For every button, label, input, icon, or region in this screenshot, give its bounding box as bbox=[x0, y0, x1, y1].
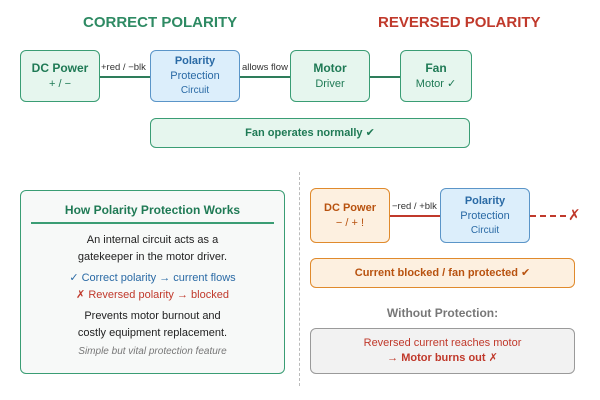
reversed-dc-power-title: DC Power bbox=[324, 201, 376, 214]
blocked-x-icon: ✗ bbox=[568, 207, 581, 224]
motor-driver-line2: Driver bbox=[315, 77, 345, 90]
dc-power-box: DC Power + / − bbox=[20, 50, 100, 102]
current-blocked-banner: Current blocked / fan protected ✔ bbox=[310, 258, 575, 288]
without-protection-heading: Without Protection: bbox=[386, 306, 499, 320]
current-blocked-text: Current blocked / fan protected ✔ bbox=[354, 266, 531, 279]
fan-operates-text: Fan operates normally ✔ bbox=[245, 126, 375, 139]
explanation-correct-line: ✓ Correct polarity → current flows bbox=[69, 271, 236, 284]
motor-driver-box: Motor Driver bbox=[290, 50, 370, 102]
protection-line3: Circuit bbox=[180, 85, 210, 97]
explanation-line2: gatekeeper in the motor driver. bbox=[77, 250, 228, 263]
reversed-dc-power-box: DC Power − / + ! bbox=[310, 188, 390, 243]
explanation-reversed-line: ✗ Reversed polarity → blocked bbox=[76, 288, 229, 301]
section-divider bbox=[299, 172, 300, 386]
connector-driver-fan bbox=[370, 76, 400, 78]
connector-power-protection bbox=[100, 76, 150, 78]
protection-circuit-box: Polarity Protection Circuit bbox=[150, 50, 240, 102]
fan-motor-box: Fan Motor ✓ bbox=[400, 50, 472, 102]
motor-driver-line1: Motor bbox=[313, 61, 347, 76]
explanation-note: Simple but vital protection feature bbox=[78, 345, 227, 357]
reversed-protection-circuit-box: Polarity Protection Circuit bbox=[440, 188, 530, 243]
explanation-title: How Polarity Protection Works bbox=[64, 203, 241, 217]
explanation-line1: An internal circuit acts as a bbox=[86, 233, 219, 246]
protection-line1: Polarity bbox=[174, 55, 216, 68]
without-protection-box: Reversed current reaches motor → Motor b… bbox=[310, 328, 575, 374]
dc-power-title: DC Power bbox=[31, 61, 89, 76]
explanation-divider bbox=[31, 222, 274, 224]
fan-line1: Fan bbox=[425, 61, 447, 76]
reversed-protection-line3: Circuit bbox=[470, 224, 500, 236]
connector-protection-driver bbox=[240, 76, 290, 78]
reversed-protection-line2: Protection bbox=[460, 209, 510, 222]
without-protection-line2: → Motor burns out ✗ bbox=[387, 352, 498, 364]
explanation-line4: costly equipment replacement. bbox=[77, 326, 228, 339]
connector-label-wires: +red / −blk bbox=[101, 62, 146, 73]
reversed-protection-line1: Polarity bbox=[464, 194, 506, 207]
connector-label-allows-flow: allows flow bbox=[242, 62, 288, 73]
fan-line2: Motor ✓ bbox=[415, 77, 457, 90]
explanation-line3: Prevents motor burnout and bbox=[84, 309, 221, 322]
correct-polarity-heading: CORRECT POLARITY bbox=[83, 14, 238, 31]
fan-operates-normally-banner: Fan operates normally ✔ bbox=[150, 118, 470, 148]
protection-line2: Protection bbox=[170, 70, 220, 83]
explanation-panel: How Polarity Protection Works An interna… bbox=[20, 190, 285, 374]
reversed-polarity-heading: REVERSED POLARITY bbox=[378, 14, 541, 31]
reversed-connector-label: −red / +blk bbox=[392, 201, 437, 212]
reversed-dc-power-sub: − / + ! bbox=[335, 216, 365, 229]
without-protection-line1: Reversed current reaches motor bbox=[363, 337, 522, 350]
blocked-dashed-line bbox=[530, 215, 566, 217]
reversed-connector bbox=[390, 215, 440, 217]
dc-power-sub: + / − bbox=[48, 77, 72, 90]
